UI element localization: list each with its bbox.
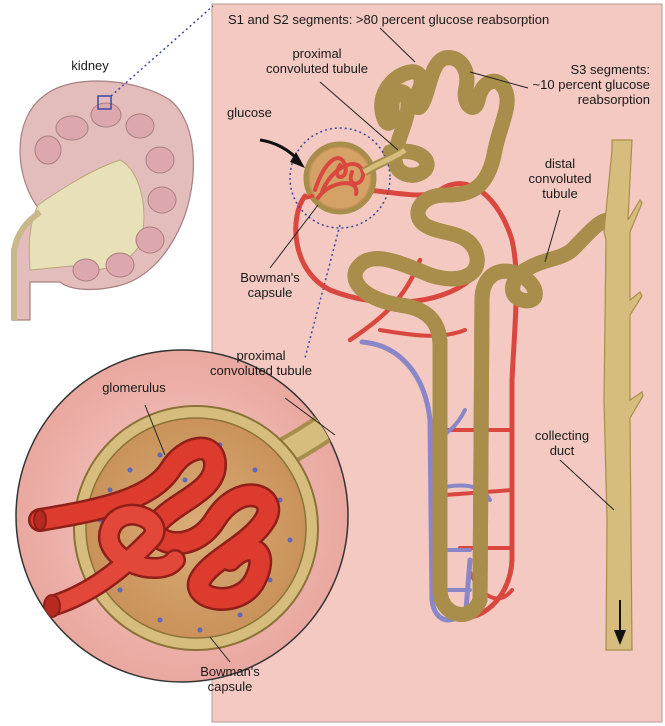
- label-collecting-duct: collecting duct: [534, 428, 590, 458]
- label-proximal-convoluted-tubule-zoom: proximal convoluted tubule: [210, 348, 312, 378]
- label-bowmans-capsule-bottom: Bowman's capsule: [200, 664, 260, 694]
- nephron-tubule: [355, 58, 620, 615]
- label-kidney: kidney: [71, 58, 109, 73]
- kidney-zoom-box: [97, 95, 112, 110]
- zoom-inset: [15, 349, 349, 683]
- collecting-duct: [603, 139, 644, 651]
- label-glomerulus: glomerulus: [102, 380, 166, 395]
- leader-lines: [144, 27, 615, 663]
- label-bowmans-capsule-top: Bowman's capsule: [240, 270, 300, 300]
- small-glomerulus: [289, 127, 408, 229]
- kidney-illustration: [11, 80, 194, 321]
- label-s1-s2-segments: S1 and S2 segments: >80 percent glucose …: [228, 12, 550, 27]
- label-glucose: glucose: [227, 105, 272, 120]
- label-s3-segments: S3 segments: ~10 percent glucose reabsor…: [532, 62, 650, 107]
- label-distal-convoluted-tubule: distal convoluted tubule: [528, 156, 592, 201]
- label-proximal-convoluted-tubule-top: proximal convoluted tubule: [266, 46, 368, 76]
